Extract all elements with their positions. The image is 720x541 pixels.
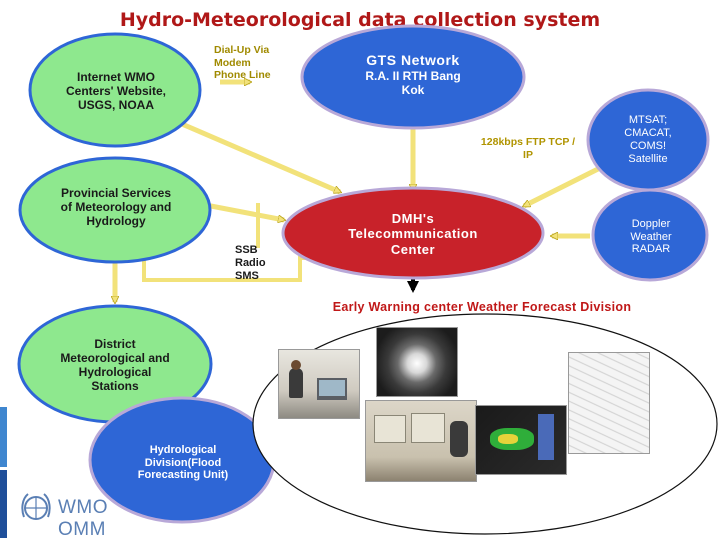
dmh-ellipse[interactable]	[281, 186, 545, 280]
connector-satellite-dmh	[524, 168, 600, 209]
connector-internet-dmh	[168, 118, 340, 195]
dmh-label: DMH's Telecommunication Center	[348, 211, 478, 257]
early-warning-title: Early Warning center Weather Forecast Di…	[332, 300, 632, 314]
radar-map-image	[475, 405, 567, 475]
typhoon-image	[376, 327, 458, 397]
dialup-label: Dial-Up Via Modem Phone Line	[214, 44, 271, 82]
satellite-label: MTSAT; CMACAT, COMS! Satellite	[624, 114, 672, 165]
workstation-photo	[365, 400, 477, 482]
district-label: District Meteorological and Hydrological…	[60, 336, 170, 394]
provincial-ellipse[interactable]	[18, 156, 212, 264]
provincial-label: Provincial Services of Meteorology and H…	[60, 185, 172, 229]
wmo-logo-text: WMO OMM	[58, 497, 109, 540]
accent-bar-bottom	[0, 470, 7, 538]
wmo-logo: WMO OMM	[18, 487, 158, 540]
hydro-label: Hydrological Division(Flood Forecasting …	[137, 443, 229, 482]
ssb-label: SSB Radio SMS	[235, 244, 266, 283]
bandwidth-label: 128kbps FTP TCP / IP	[480, 136, 576, 161]
gts-subtitle: R.A. II RTH Bang Kok	[365, 68, 461, 97]
wmo-emblem-icon	[21, 493, 51, 520]
radar-ellipse[interactable]	[591, 188, 709, 282]
gts-ellipse[interactable]	[300, 24, 526, 130]
radar-label: Doppler Weather RADAR	[630, 217, 672, 256]
accent-bar-top	[0, 407, 7, 467]
gts-title: GTS Network	[366, 51, 460, 68]
diagram-title: Hydro-Meteorological data collection sys…	[119, 9, 601, 31]
internet-label: Internet WMO Centers' Website, USGS, NOA…	[66, 69, 166, 113]
internet-ellipse[interactable]	[28, 32, 202, 148]
forecaster-photo	[278, 349, 360, 419]
weather-chart-image	[568, 352, 650, 454]
